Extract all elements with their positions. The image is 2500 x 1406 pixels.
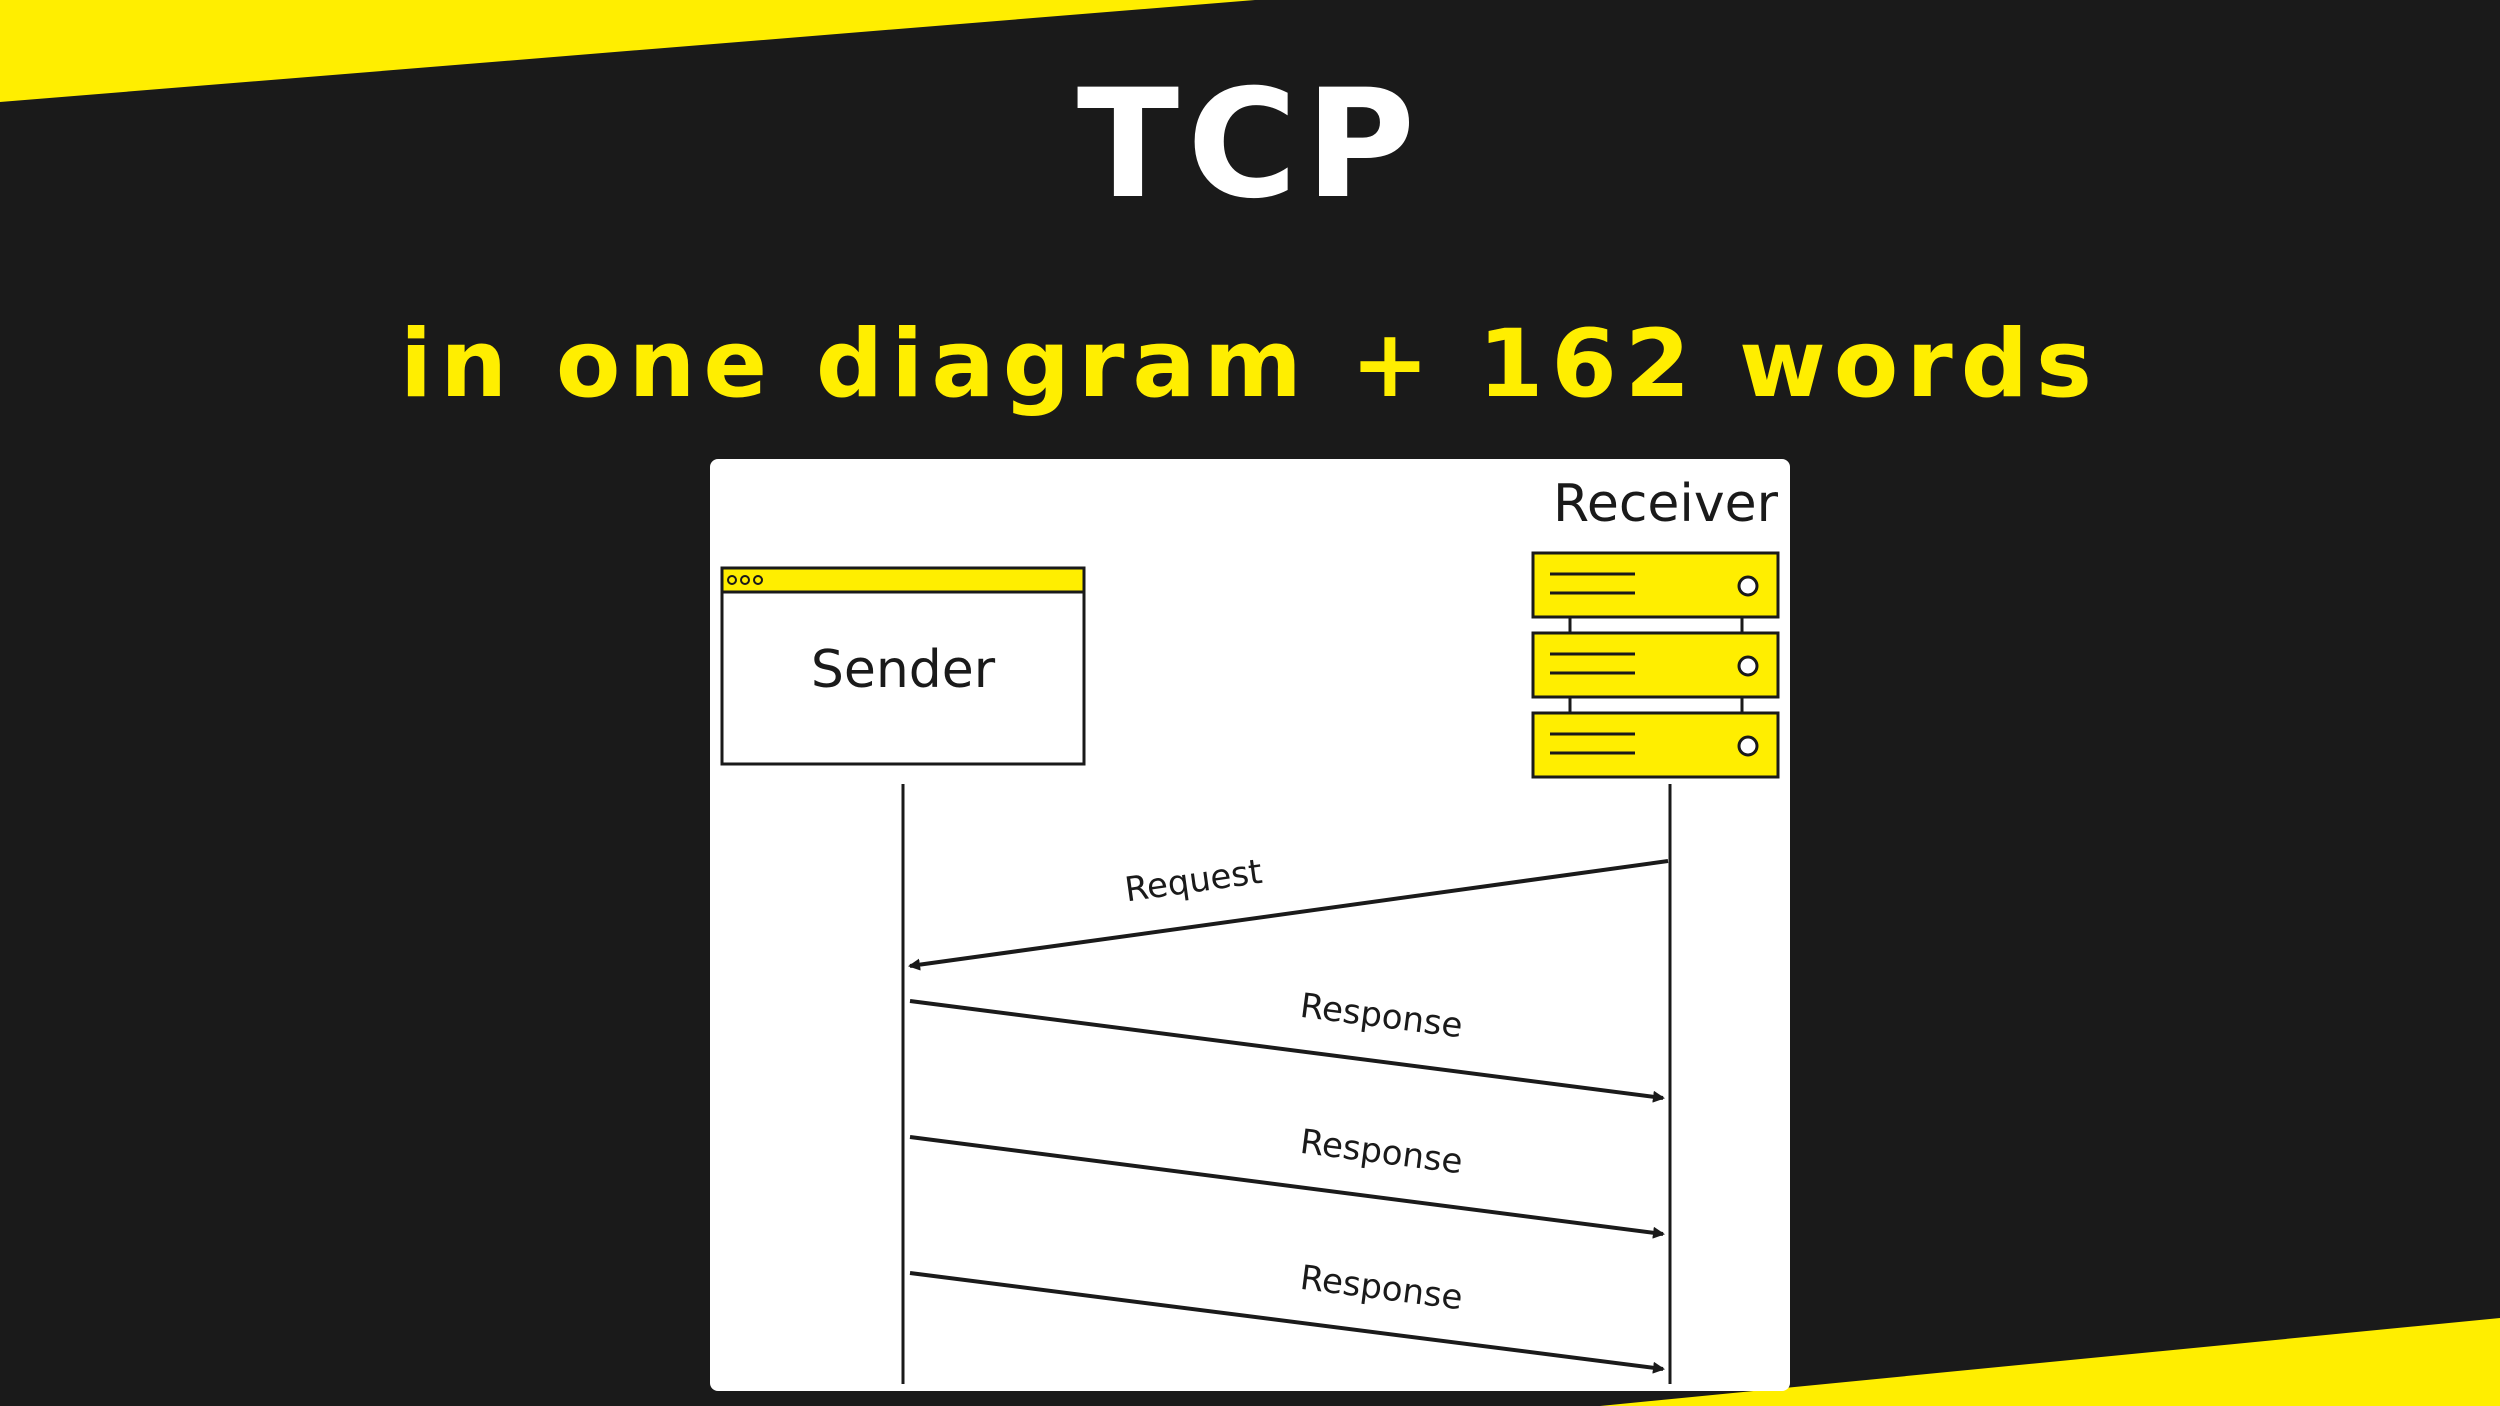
receiver-node: Receiver (1531, 474, 1780, 779)
message-label: Response (1298, 986, 1465, 1046)
browser-window-icon (720, 566, 1086, 766)
message-label: Request (1122, 852, 1264, 911)
sender-label: Sender (811, 640, 996, 700)
receiver-label: Receiver (1553, 474, 1779, 534)
message-label: Response (1298, 1122, 1465, 1182)
message-response: Response (909, 1122, 1665, 1239)
sequence-diagram: Sender Receiver (720, 474, 1780, 1384)
sequence-diagram-card: Sender Receiver (710, 459, 1790, 1391)
message-label: Response (1298, 1258, 1465, 1318)
page-title: TCP (1076, 58, 1424, 232)
top-left-accent-band (0, 0, 1255, 102)
message-response: Response (909, 1258, 1665, 1374)
message-request: Request (908, 852, 1669, 971)
bottom-right-accent-band (1600, 1318, 2500, 1406)
sender-node: Sender (720, 566, 1086, 766)
message-response: Response (909, 986, 1665, 1103)
page-subtitle: in one diagram + 162 words (400, 310, 2100, 419)
server-rack-icon (1531, 551, 1780, 779)
